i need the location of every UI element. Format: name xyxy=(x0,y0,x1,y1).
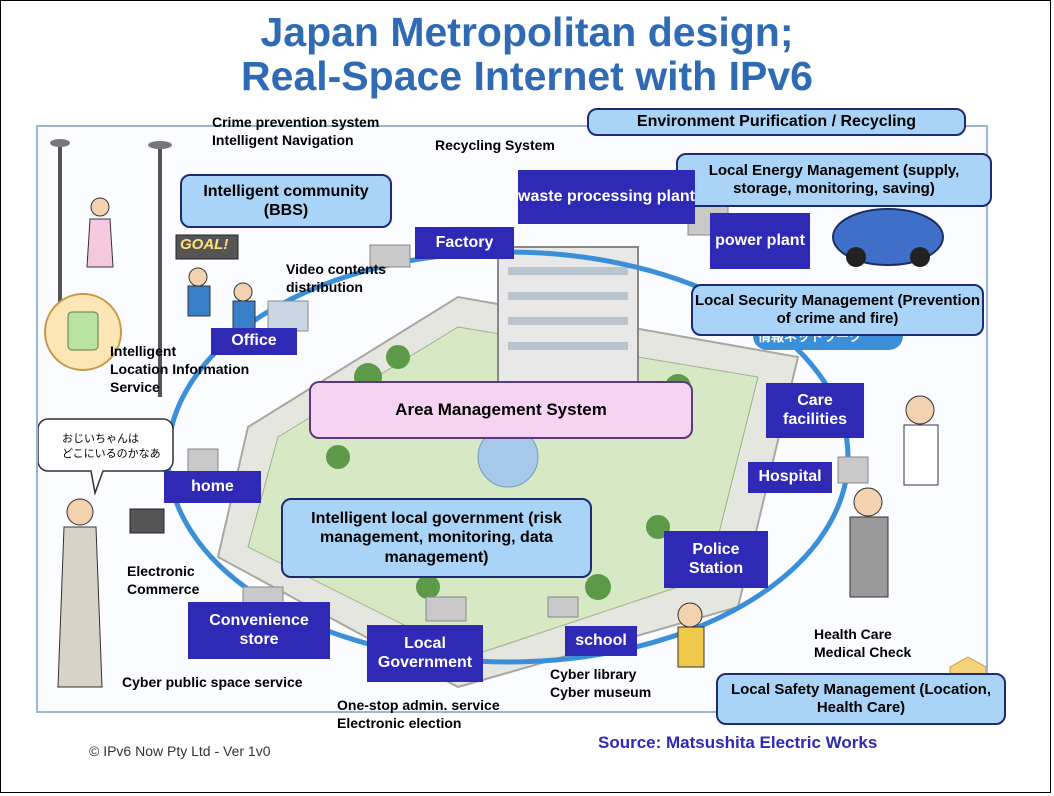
home-box: home xyxy=(164,471,261,503)
mother-head xyxy=(66,498,94,526)
school-box: school xyxy=(565,626,637,656)
label-medical-check: Medical Check xyxy=(814,644,912,660)
building-window-band xyxy=(508,317,628,325)
power-plant-box: power plant xyxy=(710,213,810,269)
label-one-stop-admin: One-stop admin. service xyxy=(337,697,500,713)
office-building xyxy=(267,300,309,332)
convenience-store-box: Convenience store xyxy=(188,602,330,659)
label-distribution: distribution xyxy=(286,279,363,295)
label-health-care: Health Care xyxy=(814,626,892,642)
car-wheel xyxy=(910,247,930,267)
speech-bubble xyxy=(38,418,174,496)
factory-box: Factory xyxy=(415,227,514,259)
player-shirt xyxy=(187,285,211,317)
intelligent-community-box: Intelligent community (BBS) xyxy=(180,174,392,228)
title-line-2: Real-Space Internet with IPv6 xyxy=(241,53,813,99)
doctor-head xyxy=(905,395,935,425)
car-wheel xyxy=(846,247,866,267)
lamp-head xyxy=(148,141,172,149)
building-window-band xyxy=(508,292,628,300)
security-management-box: Local Security Management (Prevention of… xyxy=(691,284,984,336)
elder-head xyxy=(853,487,883,517)
woman-dress xyxy=(86,218,114,268)
office-box: Office xyxy=(211,328,297,355)
local-government-place-box: Local Government xyxy=(367,625,483,682)
tree xyxy=(585,574,611,600)
label-commerce: Commerce xyxy=(127,581,200,597)
building-window-band xyxy=(508,267,628,275)
speech-line-2: どこにいるのかなあ xyxy=(62,447,161,460)
building-window-band xyxy=(508,342,628,350)
girl-dress xyxy=(677,626,705,668)
school-building xyxy=(547,596,579,618)
player-head xyxy=(233,282,253,302)
source-credit: Source: Matsushita Electric Works xyxy=(598,733,878,752)
hospital-building xyxy=(837,456,869,484)
woman-head xyxy=(90,197,110,217)
doctor-coat xyxy=(903,424,939,486)
label-cyber-public-space: Cyber public space service xyxy=(122,674,303,690)
goal-sign xyxy=(175,234,239,260)
label-electronic-election: Electronic election xyxy=(337,715,462,731)
mother-dress xyxy=(57,526,103,688)
player-head xyxy=(188,267,208,287)
label-cyber-library: Cyber library xyxy=(550,666,637,682)
girl-head xyxy=(677,602,703,628)
label-service: Service xyxy=(110,379,160,395)
label-crime-prevention: Crime prevention system xyxy=(212,114,380,130)
area-management-box: Area Management System xyxy=(309,381,693,439)
player-shirt xyxy=(232,300,256,332)
title-line-1: Japan Metropolitan design; xyxy=(260,9,794,55)
gov-building xyxy=(425,596,467,622)
home-display xyxy=(129,508,165,534)
energy-management-box: Local Energy Management (supply, storage… xyxy=(676,153,992,207)
care-facilities-box: Care facilities xyxy=(766,383,864,438)
tree xyxy=(386,345,410,369)
label-electronic: Electronic xyxy=(127,563,195,579)
label-location-information: Location Information xyxy=(110,361,250,377)
police-station-box: Police Station xyxy=(664,531,768,588)
lamp-head xyxy=(50,139,70,147)
label-intelligent-navigation: Intelligent Navigation xyxy=(212,132,354,148)
label-intelligent: Intelligent xyxy=(110,343,177,359)
tree xyxy=(416,575,440,599)
label-video-contents: Video contents xyxy=(286,261,387,277)
label-recycling-system: Recycling System xyxy=(435,137,555,153)
safety-management-box: Local Safety Management (Location, Healt… xyxy=(716,673,1006,725)
waste-plant-box: waste processing plant xyxy=(518,170,695,224)
elder-body xyxy=(849,516,889,598)
tree xyxy=(326,445,350,469)
environment-box: Environment Purification / Recycling xyxy=(587,108,966,136)
speech-line-1: おじいちゃんは xyxy=(62,432,139,445)
hospital-box: Hospital xyxy=(748,462,832,493)
local-government-box: Intelligent local government (risk manag… xyxy=(281,498,592,578)
factory-building xyxy=(369,244,411,268)
handheld-device xyxy=(67,311,99,351)
copyright: © IPv6 Now Pty Ltd - Ver 1v0 xyxy=(89,743,271,759)
label-cyber-museum: Cyber museum xyxy=(550,684,652,700)
goal-text: GOAL! xyxy=(180,236,229,253)
